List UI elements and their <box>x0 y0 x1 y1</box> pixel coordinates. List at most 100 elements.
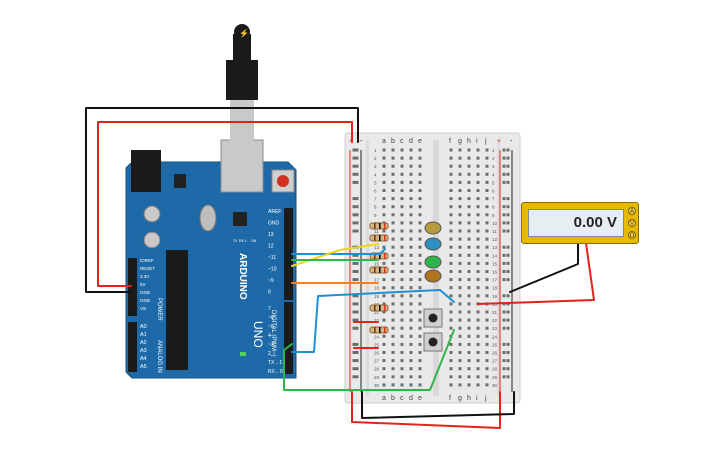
breadboard-hole[interactable] <box>476 237 480 241</box>
breadboard-hole[interactable] <box>400 221 404 225</box>
breadboard-hole[interactable] <box>467 229 471 233</box>
breadboard-hole[interactable] <box>476 253 480 257</box>
breadboard-hole[interactable] <box>391 326 395 330</box>
breadboard-hole[interactable] <box>467 294 471 298</box>
rail-hole[interactable] <box>502 221 506 225</box>
breadboard-hole[interactable] <box>391 221 395 225</box>
wires[interactable] <box>85 107 595 429</box>
breadboard-hole[interactable] <box>409 261 413 265</box>
breadboard-hole[interactable] <box>449 156 453 160</box>
breadboard-hole[interactable] <box>391 318 395 322</box>
breadboard-hole[interactable] <box>409 172 413 176</box>
breadboard-hole[interactable] <box>409 253 413 257</box>
rail-hole[interactable] <box>502 156 506 160</box>
breadboard-hole[interactable] <box>485 213 489 217</box>
breadboard-hole[interactable] <box>382 245 386 249</box>
breadboard-hole[interactable] <box>400 245 404 249</box>
breadboard-hole[interactable] <box>485 164 489 168</box>
pushbutton-cap[interactable] <box>428 313 438 323</box>
rail-hole[interactable] <box>502 172 506 176</box>
breadboard-hole[interactable] <box>418 294 422 298</box>
breadboard-hole[interactable] <box>458 278 462 282</box>
rail-hole[interactable] <box>502 229 506 233</box>
breadboard-hole[interactable] <box>391 180 395 184</box>
breadboard-hole[interactable] <box>382 286 386 290</box>
breadboard-hole[interactable] <box>467 245 471 249</box>
breadboard-hole[interactable] <box>485 375 489 379</box>
rail-hole[interactable] <box>502 359 506 363</box>
breadboard-hole[interactable] <box>418 189 422 192</box>
rail-hole[interactable] <box>502 245 506 249</box>
rail-hole[interactable] <box>352 375 356 379</box>
breadboard-hole[interactable] <box>400 302 404 306</box>
rail-hole[interactable] <box>355 375 359 379</box>
rail-hole[interactable] <box>506 367 510 371</box>
rail-hole[interactable] <box>352 367 356 371</box>
breadboard-hole[interactable] <box>400 189 404 192</box>
breadboard-hole[interactable] <box>418 286 422 290</box>
breadboard-hole[interactable] <box>449 245 453 249</box>
breadboard-hole[interactable] <box>449 164 453 168</box>
breadboard-hole[interactable] <box>476 383 480 387</box>
breadboard-hole[interactable] <box>409 375 413 379</box>
breadboard-hole[interactable] <box>391 189 395 192</box>
breadboard-hole[interactable] <box>418 197 422 201</box>
breadboard-hole[interactable] <box>449 342 453 346</box>
breadboard-hole[interactable] <box>485 342 489 346</box>
rail-hole[interactable] <box>352 270 356 273</box>
breadboard-hole[interactable] <box>400 156 404 160</box>
rail-hole[interactable] <box>352 213 356 217</box>
breadboard-hole[interactable] <box>418 334 422 338</box>
breadboard-hole[interactable] <box>449 351 453 354</box>
breadboard-hole[interactable] <box>449 261 453 265</box>
breadboard-hole[interactable] <box>418 270 422 273</box>
rail-hole[interactable] <box>506 261 510 265</box>
breadboard-hole[interactable] <box>467 310 471 314</box>
breadboard-hole[interactable] <box>467 164 471 168</box>
breadboard-hole[interactable] <box>418 310 422 314</box>
breadboard-hole[interactable] <box>409 310 413 314</box>
rail-hole[interactable] <box>502 261 506 265</box>
breadboard-hole[interactable] <box>409 367 413 371</box>
breadboard-hole[interactable] <box>400 375 404 379</box>
rail-hole[interactable] <box>352 221 356 225</box>
multimeter-button-volts[interactable]: V <box>628 219 636 227</box>
rail-hole[interactable] <box>502 375 506 379</box>
breadboard-hole[interactable] <box>400 310 404 314</box>
rail-hole[interactable] <box>506 318 510 322</box>
rail-hole[interactable] <box>352 253 356 257</box>
breadboard-hole[interactable] <box>476 213 480 217</box>
breadboard-hole[interactable] <box>467 383 471 387</box>
rail-hole[interactable] <box>355 367 359 371</box>
breadboard-hole[interactable] <box>391 172 395 176</box>
breadboard-hole[interactable] <box>458 310 462 314</box>
breadboard-hole[interactable] <box>409 180 413 184</box>
breadboard-hole[interactable] <box>391 278 395 282</box>
breadboard-hole[interactable] <box>400 270 404 273</box>
rail-hole[interactable] <box>506 245 510 249</box>
breadboard-hole[interactable] <box>458 229 462 233</box>
breadboard-hole[interactable] <box>476 205 480 209</box>
breadboard-hole[interactable] <box>485 359 489 363</box>
breadboard-hole[interactable] <box>476 270 480 273</box>
breadboard-hole[interactable] <box>418 302 422 306</box>
pushbutton-cap[interactable] <box>428 337 438 347</box>
breadboard-hole[interactable] <box>400 164 404 168</box>
rail-hole[interactable] <box>506 278 510 282</box>
arduino-uno-board[interactable]: ARDUINO UNO DIGITAL (PWM~) POWER ANALOG … <box>125 139 297 379</box>
breadboard-hole[interactable] <box>467 180 471 184</box>
rail-hole[interactable] <box>506 164 510 168</box>
breadboard-hole[interactable] <box>485 156 489 160</box>
breadboard-hole[interactable] <box>449 367 453 371</box>
breadboard-hole[interactable] <box>391 237 395 241</box>
rail-hole[interactable] <box>506 253 510 257</box>
breadboard-hole[interactable] <box>391 302 395 306</box>
breadboard-hole[interactable] <box>400 229 404 233</box>
rail-hole[interactable] <box>352 197 356 201</box>
breadboard-hole[interactable] <box>467 334 471 338</box>
breadboard-hole[interactable] <box>449 189 453 192</box>
breadboard-hole[interactable] <box>458 197 462 201</box>
breadboard-hole[interactable] <box>485 261 489 265</box>
breadboard-hole[interactable] <box>400 205 404 209</box>
